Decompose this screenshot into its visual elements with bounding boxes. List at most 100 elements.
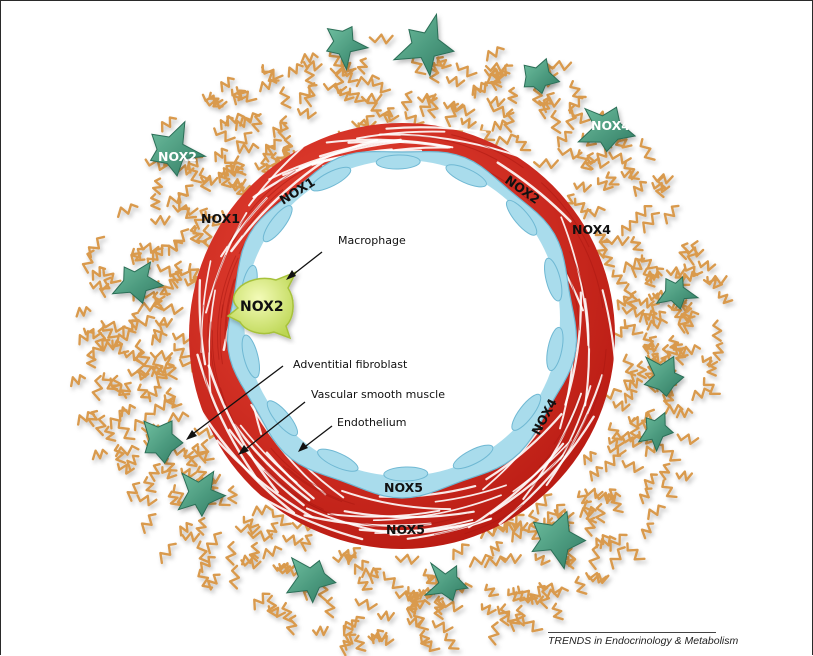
muscle-fiber-shade — [241, 189, 284, 236]
collagen-fiber — [193, 207, 208, 230]
endothelial-cell — [505, 199, 538, 236]
fibroblast-cell — [643, 355, 685, 397]
fibroblast-cell — [577, 106, 637, 153]
collagen-fiber — [150, 362, 175, 378]
collagen-fiber — [341, 68, 359, 84]
collagen-fiber — [302, 60, 323, 72]
collagen-fiber — [702, 275, 728, 286]
collagen-fiber — [172, 332, 193, 345]
collagen-fiber — [596, 146, 613, 165]
collagen-fiber — [109, 409, 128, 430]
collagen-fiber — [201, 224, 213, 250]
collagen-fiber — [220, 76, 235, 93]
collagen-fiber — [608, 151, 632, 165]
collagen-fiber — [394, 553, 420, 565]
collagen-fiber — [488, 621, 500, 646]
collagen-fiber — [234, 116, 252, 132]
muscle-fiber-gap — [240, 484, 364, 541]
collagen-fiber — [95, 414, 107, 437]
collagen-fiber — [483, 555, 508, 569]
collagen-fiber — [663, 204, 680, 225]
collagen-fiber — [147, 385, 162, 403]
collagen-fiber — [419, 635, 441, 653]
muscle-fiber-gap — [196, 353, 260, 483]
collagen-fiber — [701, 355, 719, 368]
collagen-fiber — [172, 484, 189, 506]
collagen-fiber — [534, 553, 551, 566]
collagen-fiber — [394, 590, 417, 602]
collagen-fiber — [101, 372, 119, 391]
collagen-fiber — [375, 109, 400, 123]
collagen-fiber — [664, 404, 684, 415]
collagen-fiber — [473, 81, 494, 99]
collagen-fiber — [499, 603, 510, 627]
muscle-fiber-gap — [378, 133, 521, 158]
muscle-fiber-shade — [400, 135, 498, 161]
collagen-fiber — [691, 387, 712, 402]
collagen-fiber — [639, 138, 656, 161]
muscle-fiber-gap — [584, 297, 591, 407]
label-adventitia-nox4: NOX4 — [591, 118, 630, 133]
collagen-fiber — [443, 100, 464, 113]
label-media-nox5: NOX5 — [386, 522, 425, 537]
collagen-fiber — [515, 134, 532, 152]
fibroblast-cell — [523, 57, 561, 95]
collagen-fiber — [607, 422, 624, 441]
collagen-fiber — [300, 533, 313, 552]
collagen-fiber — [637, 297, 655, 309]
annotation-macrophage: Macrophage — [338, 234, 406, 247]
collagen-fiber — [165, 387, 177, 407]
muscle-fiber-gap — [268, 140, 405, 181]
collagen-fiber — [137, 383, 152, 399]
collagen-fiber — [491, 119, 509, 132]
collagen-fiber — [332, 552, 356, 564]
collagen-fiber — [177, 267, 201, 282]
collagen-fiber — [126, 454, 140, 471]
collagen-fiber — [521, 615, 544, 633]
collagen-fiber — [717, 291, 734, 305]
collagen-fiber — [355, 74, 380, 88]
muscle-fiber-shade — [211, 330, 226, 406]
endothelial-cell — [266, 400, 299, 437]
collagen-fiber — [535, 493, 553, 515]
lumen — [244, 160, 560, 476]
collagen-fiber — [496, 522, 521, 533]
collagen-fiber — [150, 214, 171, 226]
collagen-fiber — [253, 592, 271, 611]
collagen-fiber — [640, 522, 655, 540]
collagen-fiber — [151, 244, 170, 263]
collagen-fiber — [213, 127, 236, 143]
macrophage-cell — [226, 270, 298, 340]
collagen-fiber — [247, 530, 274, 542]
collagen-fiber — [480, 603, 497, 616]
collagen-fiber — [153, 398, 173, 416]
collagen-fiber — [596, 239, 608, 259]
collagen-fiber — [150, 193, 161, 211]
collagen-fiber — [675, 407, 694, 419]
label-adventitia-nox2: NOX2 — [158, 149, 197, 164]
collagen-fiber — [483, 68, 508, 81]
collagen-fiber — [180, 467, 198, 479]
collagen-fiber — [146, 247, 164, 270]
muscle-fiber-gap — [318, 138, 402, 158]
collagen-fiber — [642, 332, 657, 352]
collagen-fiber — [499, 553, 522, 564]
collagen-fiber — [177, 201, 198, 219]
collagen-fiber — [206, 573, 221, 591]
collagen-fiber — [652, 173, 674, 185]
collagen-fiber — [583, 450, 597, 466]
collagen-fiber — [298, 84, 318, 105]
collagen-fiber — [143, 476, 157, 493]
collagen-fiber — [503, 108, 515, 133]
collagen-fiber — [111, 339, 130, 355]
muscle-fiber-gap — [208, 289, 216, 393]
collagen-fiber — [204, 210, 224, 227]
collagen-fiber — [538, 582, 564, 595]
collagen-fiber — [411, 54, 427, 76]
collagen-fiber — [181, 531, 201, 543]
collagen-fiber — [160, 116, 178, 133]
muscle-fiber-gap — [522, 392, 583, 501]
collagen-fiber — [522, 593, 545, 605]
endothelial-cell — [546, 326, 564, 372]
collagen-fiber — [113, 444, 127, 464]
